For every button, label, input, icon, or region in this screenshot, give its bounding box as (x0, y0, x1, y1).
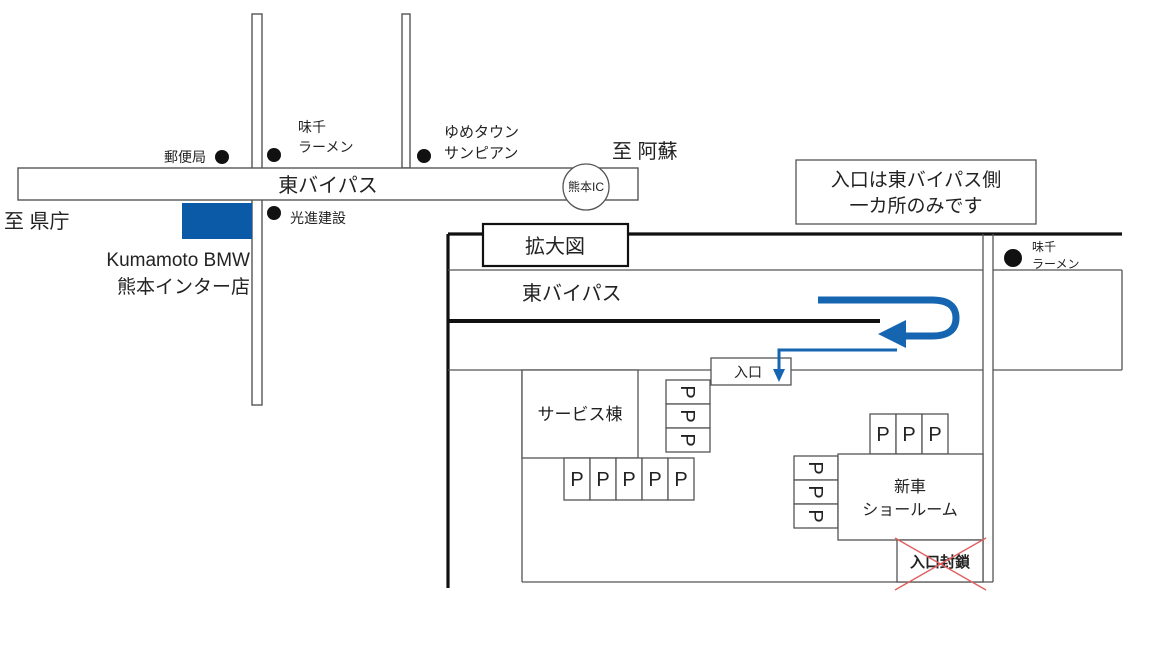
entrance-arrow-head (773, 369, 785, 382)
parking-space (589, 457, 617, 501)
ajisen-label-line2: ラーメン (298, 139, 353, 155)
entrance-notice: 入口は東バイパス側 一カ所のみです (795, 159, 1037, 225)
youme-town-dot (417, 149, 431, 163)
youme-town-label-line2: サンピアン (444, 145, 518, 162)
notice-box (795, 159, 1037, 225)
parking-space (667, 457, 695, 501)
parking-space (563, 457, 591, 501)
kumamoto-ic-marker (562, 163, 610, 211)
parking-label: P (902, 424, 915, 446)
post-office-label: 郵便局 (164, 149, 206, 165)
to-kencho-label: 至 県庁 (4, 210, 70, 233)
showroom-label-line2: ショールーム (862, 502, 958, 519)
parking-label: P (804, 461, 826, 474)
parking-space (895, 413, 923, 455)
parking-row-showroom: P P P (869, 413, 949, 455)
parking-space (665, 427, 711, 453)
parking-row-service: P P P P P (563, 457, 695, 501)
u-turn-arrow (818, 296, 960, 340)
ajisen-label-line1: 味千 (298, 119, 326, 135)
entrance-arrow (777, 348, 897, 372)
detail-title: 拡大図 (525, 235, 585, 258)
parking-label: P (674, 469, 687, 491)
entrance-label: 入口 (734, 364, 762, 380)
closed-entrance-label: 入口封鎖 (910, 553, 971, 571)
parking-space (921, 413, 949, 455)
parking-space (665, 403, 711, 429)
parking-stack-service: P P P (665, 379, 711, 453)
parking-label: P (648, 469, 661, 491)
dealer-name-line1: Kumamoto BMW (106, 250, 250, 271)
parking-label: P (676, 433, 698, 446)
overview-map: 東バイパス 熊本IC 至 阿蘇 郵便局 味千 ラーメン ゆめタウン サンピアン … (4, 13, 678, 406)
detail-title-box (481, 222, 630, 268)
service-building-label: サービス棟 (538, 405, 623, 424)
u-turn-arrow-head (878, 320, 906, 348)
parking-stack-showroom: P P P (793, 455, 839, 529)
parking-label: P (622, 469, 635, 491)
detail-ajisen-line2: ラーメン (1032, 257, 1080, 271)
notice-line2: 一カ所のみです (849, 195, 982, 217)
parking-space (665, 379, 711, 405)
parking-label: P (676, 409, 698, 422)
koshin-label: 光進建設 (290, 210, 346, 226)
east-bypass-label: 東バイパス (278, 174, 378, 197)
closed-cross-line-b (894, 537, 987, 591)
dealer-name-line2: 熊本インター店 (117, 276, 250, 298)
to-aso-label: 至 阿蘇 (612, 140, 678, 163)
detail-ajisen-dot (1004, 249, 1022, 267)
post-office-dot (215, 150, 229, 164)
parking-space (793, 503, 839, 529)
koshin-dot (267, 206, 281, 220)
vertical-road-west (251, 13, 263, 406)
kumamoto-ic-label: 熊本IC (568, 179, 604, 194)
detail-map: 拡大図 東バイパス 味千 ラーメン 入口 サービス棟 P P P (446, 222, 1123, 591)
youme-town-label-line1: ゆめタウン (444, 124, 519, 141)
parking-label: P (804, 509, 826, 522)
ajisen-dot (267, 148, 281, 162)
detail-ajisen-line1: 味千 (1032, 240, 1056, 254)
parking-label: P (804, 485, 826, 498)
showroom-label-line1: 新車 (894, 478, 926, 496)
parking-label: P (928, 424, 941, 446)
vertical-road-east (401, 13, 411, 169)
parking-label: P (676, 385, 698, 398)
parking-label: P (876, 424, 889, 446)
new-car-showroom (837, 453, 984, 541)
notice-line1: 入口は東バイパス側 (831, 169, 1002, 191)
dealer-location-block (182, 203, 252, 239)
parking-label: P (596, 469, 609, 491)
detail-bypass-label: 東バイパス (522, 282, 622, 305)
parking-label: P (570, 469, 583, 491)
service-building (521, 369, 639, 459)
east-bypass-road (17, 167, 639, 201)
